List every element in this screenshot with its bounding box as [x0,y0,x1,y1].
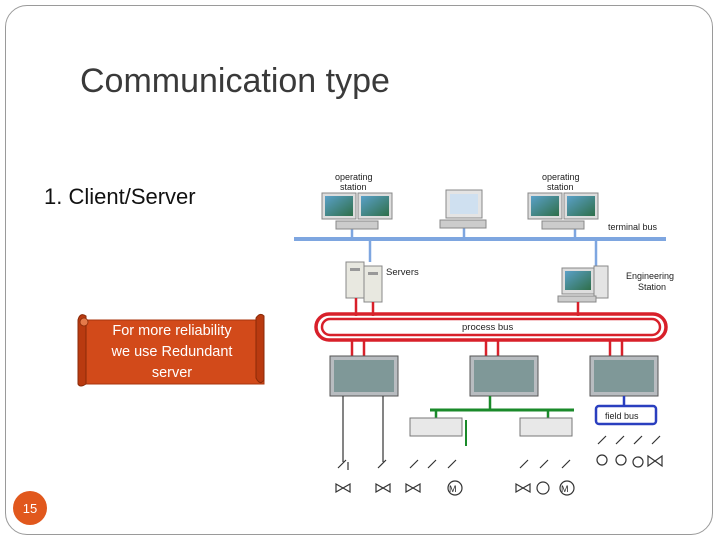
field-bus-green [409,396,574,446]
pc-workstation-icon [439,189,487,229]
engineering-station-icon [557,265,609,303]
terminal-bus-label: terminal bus [608,222,658,232]
callout-line-1: For more reliability [112,323,232,339]
controller-rack-1 [329,340,399,397]
bullet-client-server: 1. Client/Server [44,184,196,209]
page-number-badge: 15 [13,491,47,525]
servers-icon [345,261,383,303]
servers-label: Servers [386,267,419,278]
controller-rack-2 [469,340,539,397]
operating-station-right-label-1: operating [542,172,580,182]
motor-symbol-1: M [449,484,457,494]
field-bus-blue [594,396,658,426]
field-devices [335,396,663,496]
process-bus-ring [314,312,668,342]
callout-line-2: we use Redundant [111,344,233,360]
operating-station-left-label-1: operating [335,172,373,182]
callout-scroll: For more reliability we use Redundant se… [77,313,265,387]
process-bus-label: process bus [462,322,513,333]
motor-symbol-2: M [561,484,569,494]
slide-title: Communication type [80,62,390,100]
engineering-station-label-1: Engineering [626,271,674,281]
operating-station-left-label-2: station [340,182,367,192]
controller-rack-3 [589,340,659,397]
operating-station-right-icon [527,192,599,230]
callout-line-3: server [152,365,192,381]
engineering-station-label-2: Station [638,282,666,292]
operating-station-left-icon [321,192,393,230]
operating-station-right-label-2: station [547,182,574,192]
field-bus-label: field bus [605,411,639,421]
